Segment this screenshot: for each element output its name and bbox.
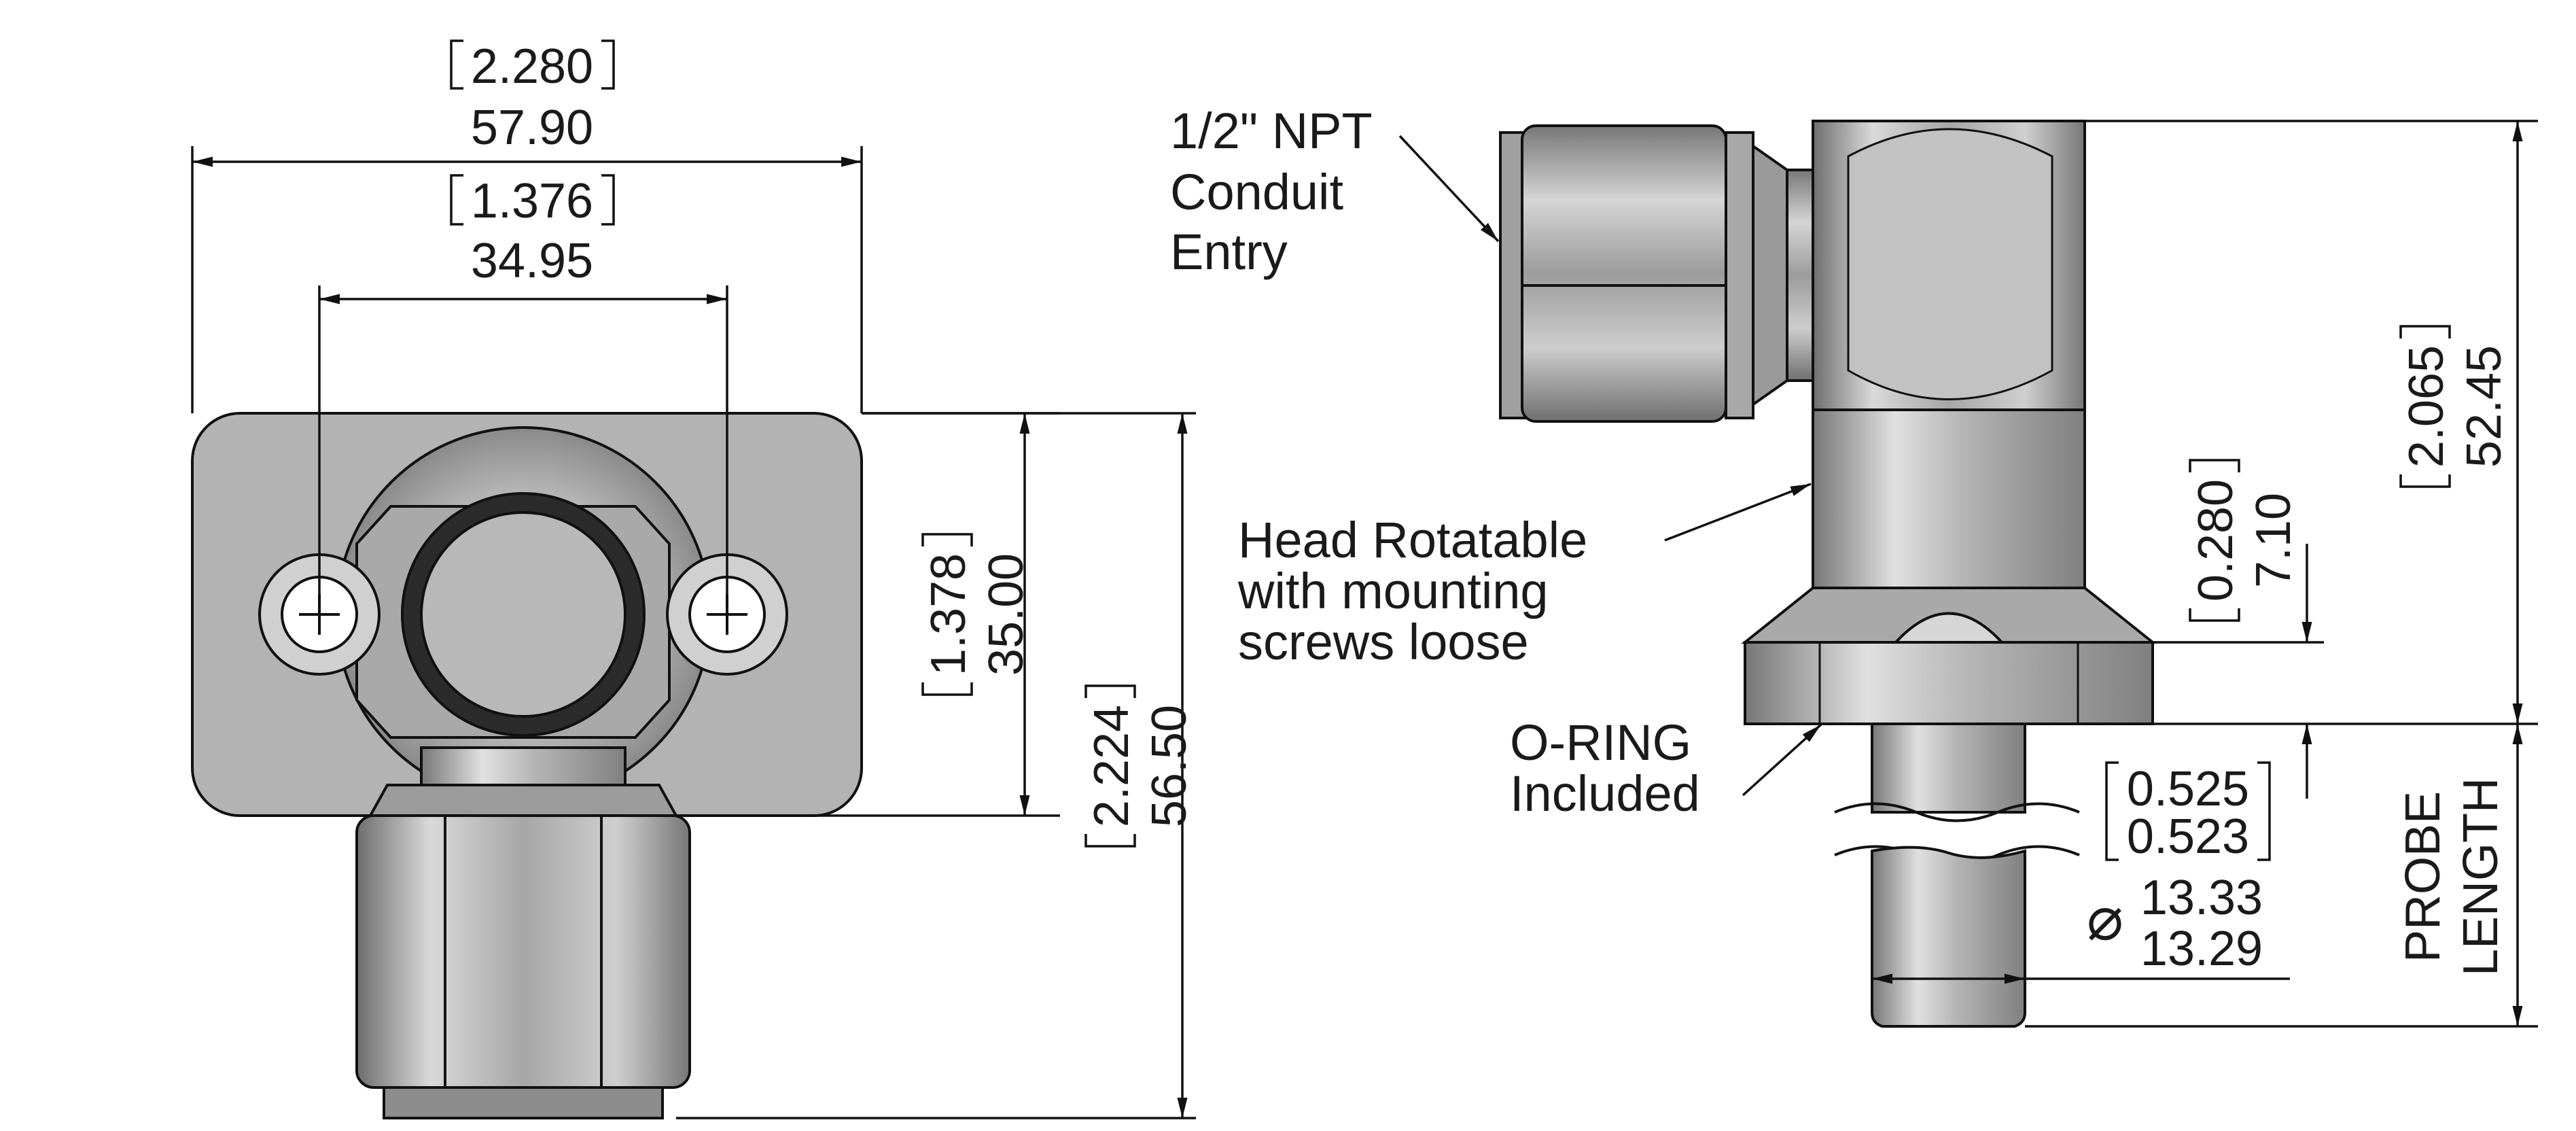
dim-flange-thickness-in: 0.280 <box>2189 479 2243 602</box>
front-hex-nut <box>355 814 691 1089</box>
callout-conduit-leader <box>1398 135 1500 243</box>
side-conduit-hex <box>1521 124 1727 423</box>
dim-overall-width-mm: 57.90 <box>471 101 593 155</box>
dim-overall-height-in: 2.224 <box>1084 705 1139 827</box>
callout-oring-leader <box>1742 723 1822 797</box>
dim-hole-spacing-in: 1.376 <box>471 174 593 228</box>
side-flange <box>1744 641 2154 725</box>
side-conduit-stub <box>1786 169 1816 382</box>
side-flange-slot <box>1892 612 2005 644</box>
side-head-hex-face <box>1847 128 2053 400</box>
callout-head-line2: with mounting <box>1237 563 1549 619</box>
side-body <box>1812 408 2086 589</box>
front-collar <box>368 784 679 817</box>
side-dimensions: 2.065 52.45 0.280 7.10 0.525 0.523 ⌀ 13.… <box>1872 120 2538 1028</box>
bracket <box>2105 761 2271 861</box>
dim-overall-height-mm: 56.50 <box>1142 705 1197 827</box>
callout-conduit-line1: 1/2" NPT <box>1170 103 1373 159</box>
callout-head-line1: Head Rotatable <box>1238 512 1587 568</box>
side-conduit-neck <box>1752 143 1788 407</box>
callout-oring-line2: Included <box>1510 765 1700 822</box>
diameter-symbol: ⌀ <box>2087 885 2123 953</box>
dim-probe-diameter-mm-max: 13.33 <box>2140 871 2263 925</box>
callouts: 1/2" NPT Conduit Entry Head Rotatable wi… <box>1170 103 1822 822</box>
callout-head-leader <box>1664 483 1812 542</box>
dim-flange-height-mm: 35.00 <box>979 553 1034 676</box>
dim-flange-thickness-mm: 7.10 <box>2246 493 2301 588</box>
dim-head-height-mm: 52.45 <box>2457 345 2511 468</box>
side-probe-lower <box>1871 846 2026 1028</box>
front-nut-base <box>383 1086 664 1119</box>
side-view <box>1499 120 2157 1028</box>
dim-overall-width-in: 2.280 <box>471 39 593 94</box>
bracket <box>450 39 615 90</box>
dim-probe-diameter-mm-min: 13.29 <box>2140 922 2263 976</box>
dim-probe-length-line1: PROBE <box>2396 791 2450 962</box>
callout-oring-line1: O-RING <box>1510 714 1691 771</box>
dim-probe-diameter-in-max: 0.525 <box>2127 762 2249 816</box>
callout-conduit-line3: Entry <box>1170 224 1288 280</box>
side-conduit-ring <box>1725 131 1754 419</box>
front-view <box>191 412 863 1119</box>
dim-flange-height-in: 1.378 <box>921 553 976 676</box>
bracket <box>921 533 973 696</box>
front-dimensions: 2.280 57.90 1.376 34.95 1.378 35.00 2.22… <box>191 39 1197 1119</box>
front-neck <box>420 746 627 786</box>
bracket <box>1084 684 1136 848</box>
side-probe-upper <box>1871 723 2026 814</box>
bracket <box>2189 459 2240 622</box>
dim-head-height-in: 2.065 <box>2399 345 2454 468</box>
callout-head-line3: screws loose <box>1238 614 1529 670</box>
dim-probe-length-line2: LENGTH <box>2454 778 2508 976</box>
dim-hole-spacing-mm: 34.95 <box>471 234 593 288</box>
front-bore <box>420 511 627 718</box>
dim-probe-diameter-in-min: 0.523 <box>2127 810 2249 864</box>
bracket <box>2399 325 2451 488</box>
callout-conduit-line2: Conduit <box>1170 164 1344 220</box>
bracket <box>450 174 615 226</box>
side-probe-break-top <box>1834 802 2080 822</box>
